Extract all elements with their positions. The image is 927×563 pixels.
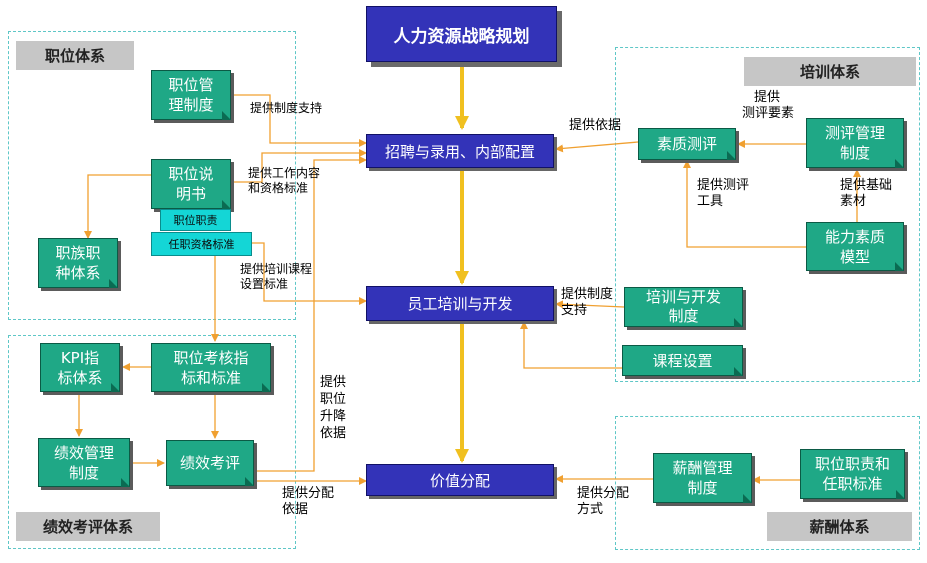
label-policy-support: 提供制度支持	[250, 101, 323, 115]
edge-qual-training	[252, 242, 367, 305]
edge-quality-recruit	[555, 141, 639, 153]
label-course-standard-line1: 提供培训课程	[240, 262, 313, 276]
node-kpi: KPI指标体系	[40, 343, 120, 392]
label-base-material-line2: 素材	[840, 194, 867, 209]
edge-posdesc-family	[84, 174, 151, 239]
node-course: 课程设置	[622, 345, 743, 376]
section-title-training: 培训体系	[744, 57, 916, 86]
node-train-policy-line2: 制度	[668, 307, 699, 325]
node-kpi-line2: 标体系	[57, 368, 103, 387]
label-policy-support2-line1: 提供制度	[561, 287, 614, 302]
label-promotion-line3: 升降	[320, 409, 347, 424]
label-dist-method-line1: 提供分配	[577, 486, 630, 501]
label-dist-method: 提供分配方式	[577, 486, 629, 518]
node-duty-qual-line2: 任职标准	[822, 475, 883, 493]
node-recruit: 招聘与录用、内部配置	[366, 134, 554, 168]
node-pos-desc-line1: 职位说	[168, 165, 214, 183]
node-pos-desc: 职位说明书	[151, 159, 231, 209]
node-family-line1: 职族职	[55, 244, 101, 262]
node-ability-model-line1: 能力素质	[824, 227, 885, 246]
node-pos-eval-index-line2: 标和标准	[180, 368, 241, 387]
edge-posdesc-recruit	[231, 149, 367, 183]
label-promotion-line1: 提供	[320, 375, 347, 390]
node-eval-mgmt-line1: 测评管理	[824, 124, 885, 142]
node-perf-mgmt-line1: 绩效管理	[53, 443, 114, 462]
node-quality-eval: 素质测评	[638, 128, 736, 160]
label-dist-basis-line2: 依据	[282, 502, 309, 517]
label-eval-elements-line2: 测评要素	[742, 106, 795, 121]
node-pos-eval-index-line1: 职位考核指	[173, 348, 249, 367]
edge-course-training	[520, 321, 622, 369]
node-family-line2: 种体系	[55, 264, 101, 282]
node-family: 职族职种体系	[38, 238, 118, 288]
region-performance	[8, 335, 296, 549]
edge-posmgmt-recruit	[231, 94, 367, 147]
label-base-material-line1: 提供基础	[840, 178, 893, 193]
node-eval-mgmt: 测评管理制度	[806, 118, 904, 168]
node-pos-mgmt: 职位管理制度	[151, 70, 231, 120]
edge-trainpolicy-training	[555, 300, 625, 309]
region-position	[8, 31, 296, 320]
node-perf-mgmt: 绩效管理制度	[38, 438, 130, 487]
node-salary-mgmt: 薪酬管理制度	[653, 453, 752, 503]
node-perf-eval: 绩效考评	[166, 440, 254, 486]
section-title-performance: 绩效考评体系	[16, 512, 160, 541]
region-salary	[615, 416, 920, 550]
label-dist-basis: 提供分配依据	[282, 486, 334, 518]
section-title-position: 职位体系	[16, 41, 134, 70]
node-pos-mgmt-line2: 理制度	[168, 96, 214, 114]
label-promotion: 提供职位升降依据	[320, 374, 346, 442]
node-kpi-line1: KPI指	[60, 348, 100, 367]
node-perf-mgmt-line2: 制度	[68, 463, 99, 482]
label-eval-tools-line2: 工具	[697, 194, 724, 209]
label-eval-elements: 提供测评要素	[742, 90, 794, 122]
label-promotion-line4: 依据	[320, 426, 347, 441]
region-training	[615, 47, 920, 382]
label-policy-support2-line2: 支持	[561, 303, 588, 318]
label-work-content: 提供工作内容和资格标准	[248, 166, 320, 196]
label-policy-support2: 提供制度支持	[561, 287, 613, 319]
label-work-content-line1: 提供工作内容	[248, 166, 321, 180]
node-ability-model: 能力素质模型	[806, 222, 904, 271]
label-dist-method-line2: 方式	[577, 502, 604, 517]
tag-pos-qual: 任职资格标准	[151, 232, 252, 256]
node-training-dev: 员工培训与开发	[366, 286, 554, 321]
node-pos-mgmt-line1: 职位管	[168, 76, 214, 94]
node-duty-qual: 职位职责和任职标准	[800, 449, 905, 499]
edge-perfeval-recruit	[254, 156, 367, 472]
node-salary-mgmt-line1: 薪酬管理	[672, 459, 733, 477]
label-course-standard-line2: 设置标准	[240, 277, 289, 291]
label-base-material: 提供基础素材	[840, 178, 892, 210]
node-salary-mgmt-line2: 制度	[687, 479, 718, 497]
edge-model-quality	[683, 160, 806, 248]
title-box: 人力资源战略规划	[366, 6, 557, 62]
node-duty-qual-line1: 职位职责和	[814, 455, 890, 473]
label-eval-tools: 提供测评工具	[697, 178, 749, 210]
node-pos-desc-line2: 明书	[175, 185, 206, 203]
section-title-salary: 薪酬体系	[767, 512, 912, 541]
node-pos-eval-index: 职位考核指标和标准	[151, 343, 271, 392]
node-value: 价值分配	[366, 464, 554, 496]
node-eval-mgmt-line2: 制度	[839, 144, 870, 162]
node-train-policy-line1: 培训与开发	[645, 288, 721, 306]
tag-pos-duty: 职位职责	[160, 209, 231, 231]
label-work-content-line2: 和资格标准	[248, 181, 309, 195]
label-dist-basis-line1: 提供分配	[282, 486, 335, 501]
label-course-standard: 提供培训课程设置标准	[240, 262, 312, 292]
label-promotion-line2: 职位	[320, 392, 347, 407]
label-eval-elements-line1: 提供	[754, 90, 781, 105]
label-eval-tools-line1: 提供测评	[697, 178, 750, 193]
label-basis: 提供依据	[569, 118, 622, 133]
node-ability-model-line2: 模型	[839, 247, 870, 266]
node-train-policy: 培训与开发制度	[624, 287, 743, 327]
